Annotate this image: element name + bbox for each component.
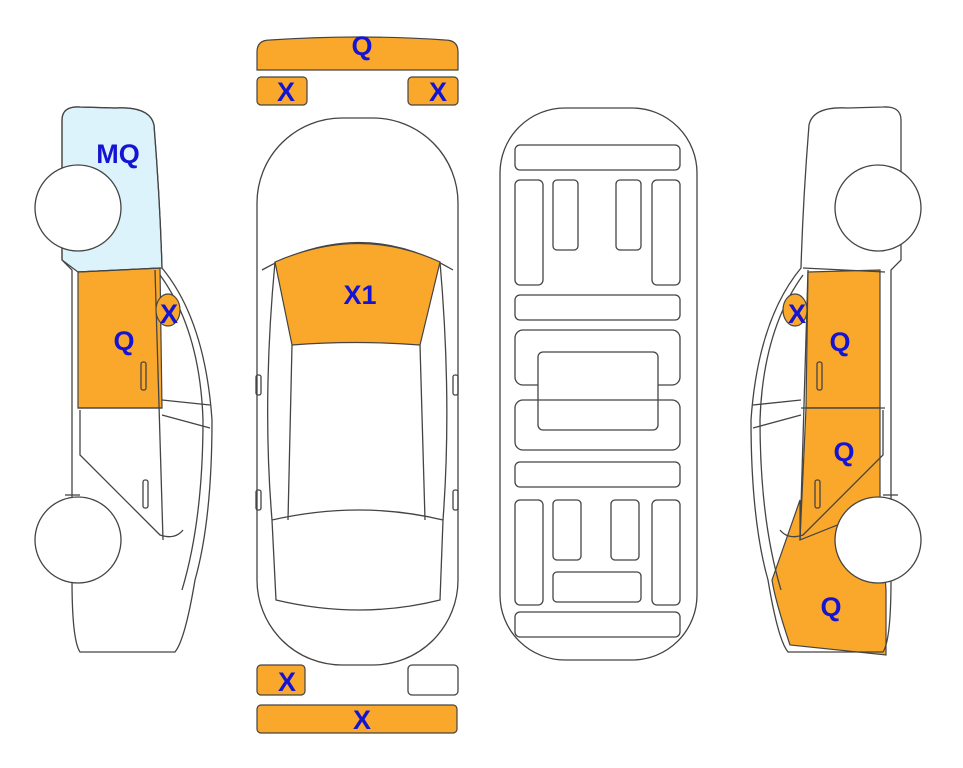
- rear-bumper-label: X: [353, 705, 371, 735]
- left-mirror-label: X: [160, 299, 178, 329]
- front-right-corner-label: X: [429, 77, 447, 107]
- windshield-label: X1: [343, 280, 376, 310]
- left-front-wheel: [34, 496, 122, 584]
- left-mirror-panel[interactable]: [155, 293, 181, 327]
- rear-right-corner-panel[interactable]: [407, 664, 459, 696]
- front-bumper-panel[interactable]: [256, 36, 459, 71]
- right-rear-wheel: [834, 496, 922, 584]
- right-front-wheel: [834, 164, 922, 252]
- left-rear-quarter-label: MQ: [96, 139, 140, 169]
- rear-left-corner-panel[interactable]: [256, 664, 306, 696]
- right-side-view: X Q Q Q: [750, 106, 922, 656]
- rear-left-corner-label: X: [278, 667, 296, 697]
- right-rear-door-label: Q: [833, 437, 854, 467]
- right-front-door-label: Q: [829, 327, 850, 357]
- front-bumper-label: Q: [351, 31, 372, 61]
- front-left-corner-panel[interactable]: [256, 76, 308, 106]
- front-right-corner-panel[interactable]: [407, 76, 459, 106]
- left-rear-wheel: [34, 164, 122, 252]
- top-view: Q X X X1 X X: [255, 31, 459, 735]
- rear-bumper-panel[interactable]: [256, 704, 458, 734]
- right-mirror-panel[interactable]: [782, 293, 808, 327]
- right-rear-quarter-label: Q: [820, 592, 841, 622]
- front-left-corner-label: X: [277, 77, 295, 107]
- left-side-view: MQ Q X: [34, 106, 213, 653]
- underside-view: [499, 107, 698, 661]
- left-front-door-label: Q: [113, 326, 134, 356]
- right-mirror-label: X: [788, 299, 806, 329]
